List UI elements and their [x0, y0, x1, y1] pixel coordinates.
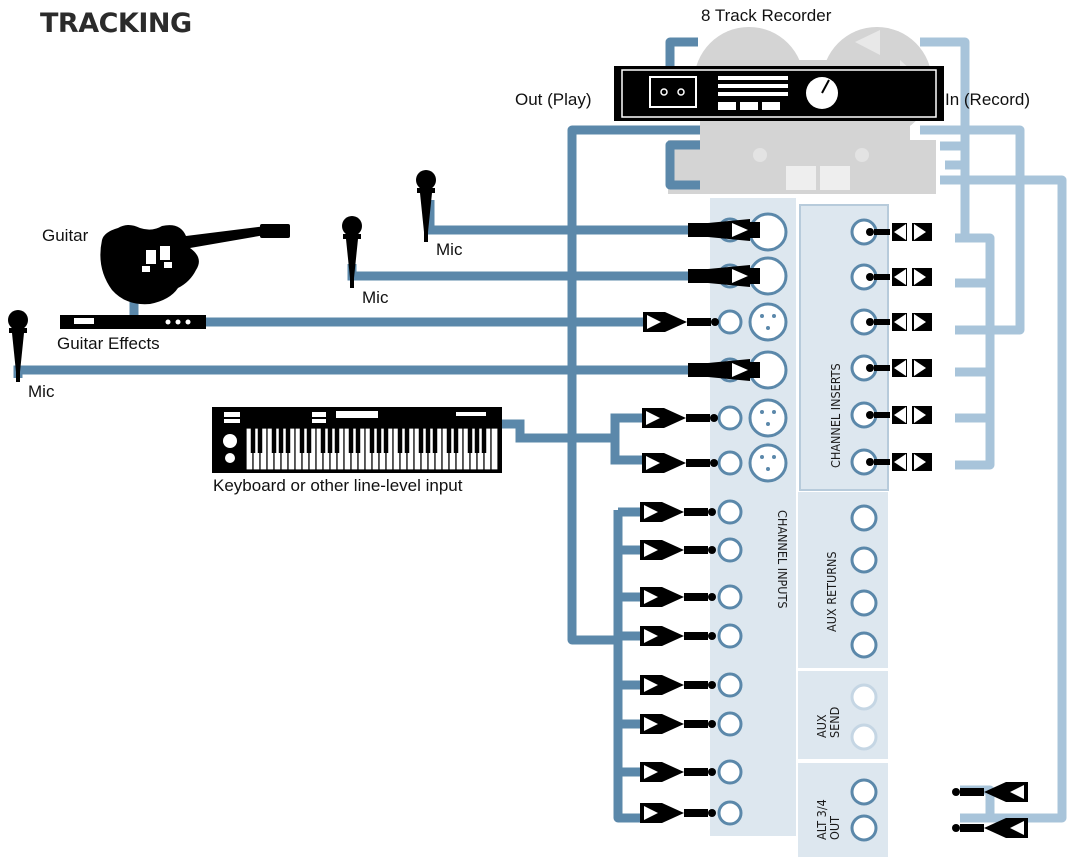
xlr-connector-icon-2: [688, 265, 760, 287]
alt-out-label-line2: OUT: [827, 816, 842, 840]
quarter-inch-plug-icon-r8: [640, 803, 716, 823]
mic-label-3: Mic: [28, 382, 55, 401]
channel-inputs-label: CHANNEL INPUTS: [775, 510, 790, 609]
black-key: [418, 428, 424, 453]
recorder-out-cables: [567, 37, 700, 823]
black-key: [306, 428, 312, 453]
insert-jacks: [850, 218, 878, 476]
quarter-inch-plug-icon-r3: [640, 587, 716, 607]
black-key: [446, 428, 452, 453]
mic-label-1: Mic: [436, 240, 463, 259]
black-key: [369, 428, 375, 453]
black-key: [383, 428, 389, 453]
quarter-inch-plug-icon-kb1: [642, 408, 718, 428]
guitar-icon: [100, 224, 290, 305]
black-key: [334, 428, 340, 453]
guitar-label: Guitar: [42, 226, 89, 245]
black-key: [320, 428, 326, 453]
black-key: [404, 428, 410, 453]
xlr-pin-dots: [760, 314, 776, 471]
black-key: [425, 428, 431, 453]
black-key: [467, 428, 473, 453]
guitar-effects-label: Guitar Effects: [57, 334, 160, 353]
aux-send-label-line2: SEND: [827, 707, 842, 738]
black-key: [278, 428, 284, 453]
quarter-inch-plug-icon-r1: [640, 502, 716, 522]
quarter-inch-plug-icon-r7: [640, 762, 716, 782]
black-key: [432, 428, 438, 453]
aux-send-panel: [798, 671, 888, 759]
black-key: [250, 428, 256, 453]
channel-inserts-label: CHANNEL INSERTS: [828, 363, 843, 468]
in-record-label: In (Record): [945, 90, 1031, 109]
page-title: TRACKING: [40, 8, 192, 39]
quarter-inch-plug-icon-r4: [640, 626, 716, 646]
mic-label-2: Mic: [362, 288, 389, 307]
black-key: [397, 428, 403, 453]
black-key: [474, 428, 480, 453]
recorder-label: 8 Track Recorder: [701, 6, 832, 25]
black-key: [481, 428, 487, 453]
quarter-inch-plug-icon-kb2: [642, 453, 718, 473]
alt-out-label-line1: ALT 3/4: [814, 799, 829, 840]
effects-rack-icon: [60, 315, 206, 329]
out-play-label: Out (Play): [515, 90, 592, 109]
quarter-inch-plug-icon-r5: [640, 675, 716, 695]
aux-send-jacks: [850, 683, 878, 751]
aux-return-jacks: [850, 504, 878, 659]
aux-returns-label: AUX RETURNS: [824, 551, 839, 632]
black-key: [376, 428, 382, 453]
black-key: [299, 428, 305, 453]
channel-inserts-panel: [799, 204, 889, 491]
black-key: [355, 428, 361, 453]
quarter-inch-plug-icon-fx: [643, 312, 719, 332]
white-key: [490, 427, 499, 471]
xlr-connector-icon-1: [688, 219, 760, 241]
recorder-interface-icon: [614, 66, 944, 121]
line-input-jacks: [717, 499, 743, 826]
recorder-in-cables: [920, 37, 1067, 823]
keyboard-label: Keyboard or other line-level input: [213, 476, 463, 495]
black-key: [257, 428, 263, 453]
channel-input-jacks: [717, 212, 788, 483]
black-key: [348, 428, 354, 453]
quarter-inch-plug-icon-r6: [640, 714, 716, 734]
alt-out-jacks: [850, 778, 878, 842]
quarter-inch-plug-icon-r2: [640, 540, 716, 560]
black-key: [271, 428, 277, 453]
aux-send-label-line1: AUX: [814, 714, 829, 738]
xlr-connector-icon-3: [688, 359, 760, 381]
alt-out-panel: [798, 763, 888, 857]
keyboard-icon: [212, 407, 502, 473]
black-key: [327, 428, 333, 453]
black-key: [285, 428, 291, 453]
black-key: [453, 428, 459, 453]
